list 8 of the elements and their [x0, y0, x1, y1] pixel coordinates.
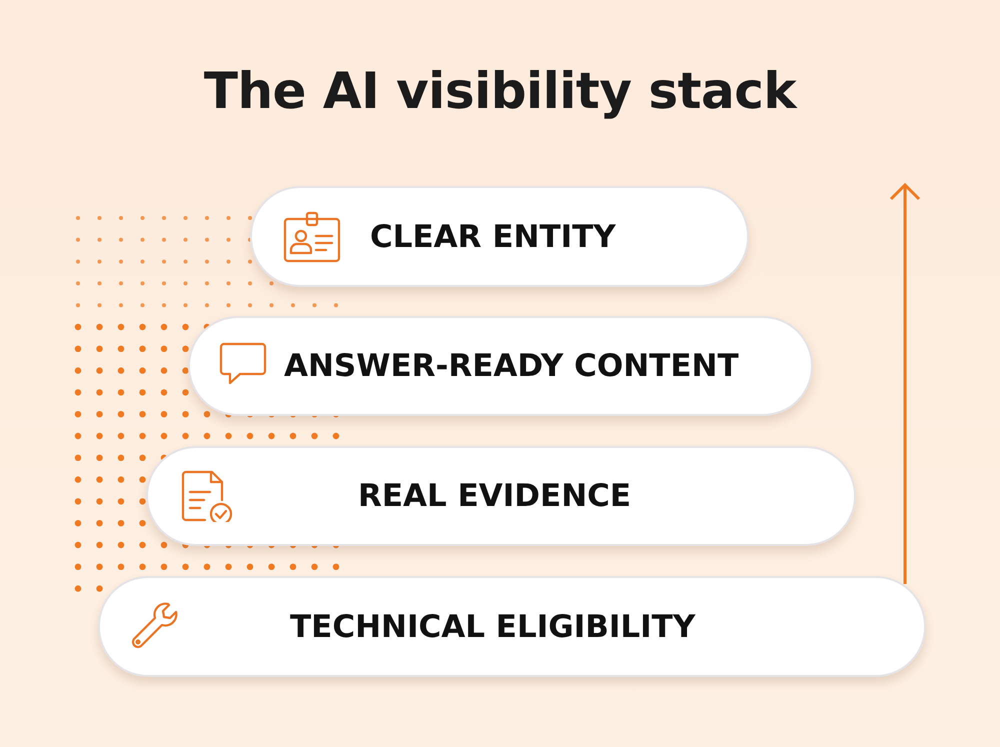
- title: The AI visibility stack: [202, 62, 798, 120]
- layer-label: CLEAR ENTITY: [370, 218, 616, 256]
- stack-layer-pill: [188, 316, 813, 416]
- layer-label: REAL EVIDENCE: [358, 477, 632, 516]
- stack-layer-pill: [146, 446, 856, 546]
- stack-layer-pill: [250, 186, 749, 287]
- layer-label: ANSWER-READY CONTENT: [284, 347, 739, 386]
- layer-label: TECHNICAL ELIGIBILITY: [290, 608, 696, 646]
